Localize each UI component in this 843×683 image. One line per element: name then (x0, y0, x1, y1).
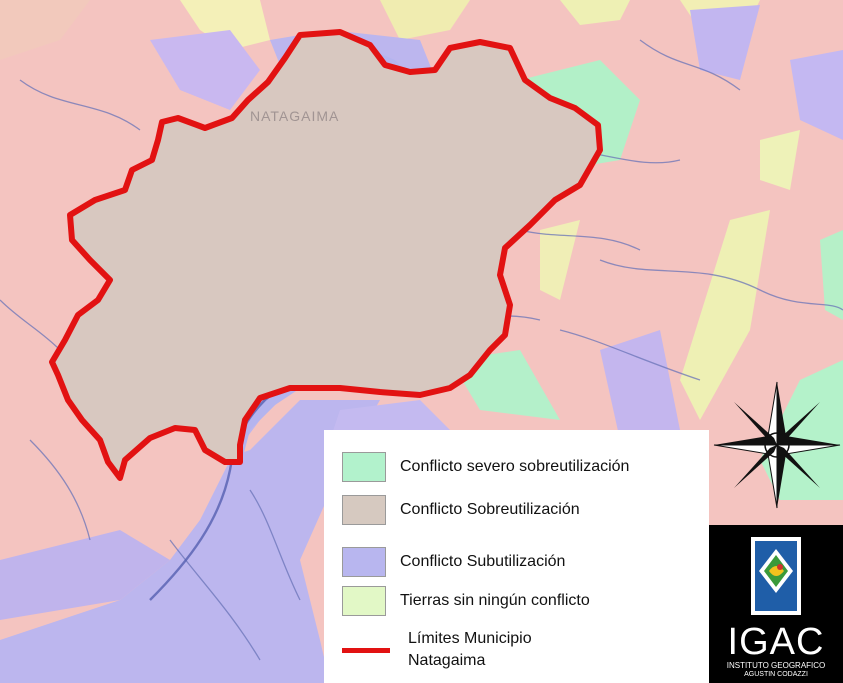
logo-name: IGAC (727, 621, 825, 663)
legend-swatch (342, 586, 386, 616)
legend-boundary-label: Límites Municipio Natagaima (408, 628, 532, 672)
underuse-area (690, 5, 760, 80)
no-conflict-area (680, 210, 770, 420)
legend-swatch (342, 547, 386, 577)
legend-swatch (342, 452, 386, 482)
no-conflict-area (560, 0, 630, 25)
no-conflict-area (760, 130, 800, 190)
logo-subtitle-1: INSTITUTO GEOGRAFICO (726, 661, 826, 670)
town-label: NATAGAIMA (250, 108, 340, 124)
underuse-area (600, 330, 680, 440)
legend-item-no-conflict: Tierras sin ningún conflicto (342, 586, 590, 616)
severe-overuse-area (820, 230, 843, 320)
legend-boundary-line1: Límites Municipio (408, 630, 532, 647)
legend-line-swatch (342, 647, 390, 653)
map-legend: Conflicto severo sobreutilización Confli… (324, 430, 709, 683)
underuse-area (790, 50, 843, 140)
legend-label: Conflicto Sobreutilización (400, 501, 580, 518)
no-conflict-area (540, 220, 580, 300)
legend-item-boundary: Límites Municipio Natagaima (342, 628, 532, 672)
legend-item-overuse: Conflicto Sobreutilización (342, 495, 580, 525)
legend-label: Conflicto Subutilización (400, 553, 566, 570)
igac-logo: IGAC INSTITUTO GEOGRAFICO AGUSTIN CODAZZ… (709, 525, 843, 683)
underuse-area (150, 30, 260, 110)
legend-boundary-line2: Natagaima (408, 652, 486, 669)
no-conflict-area (380, 0, 470, 40)
underuse-area (0, 530, 170, 620)
legend-swatch (342, 495, 386, 525)
legend-label: Tierras sin ningún conflicto (400, 592, 590, 609)
no-conflict-area (180, 0, 270, 50)
logo-subtitle-2: AGUSTIN CODAZZI (744, 671, 808, 678)
legend-label: Conflicto severo sobreutilización (400, 458, 630, 475)
compass-rose-icon (712, 380, 842, 510)
legend-item-severe-overuse: Conflicto severo sobreutilización (342, 452, 629, 482)
legend-item-underuse: Conflicto Subutilización (342, 547, 565, 577)
land-area (0, 0, 90, 60)
igac-emblem-icon (751, 537, 801, 615)
